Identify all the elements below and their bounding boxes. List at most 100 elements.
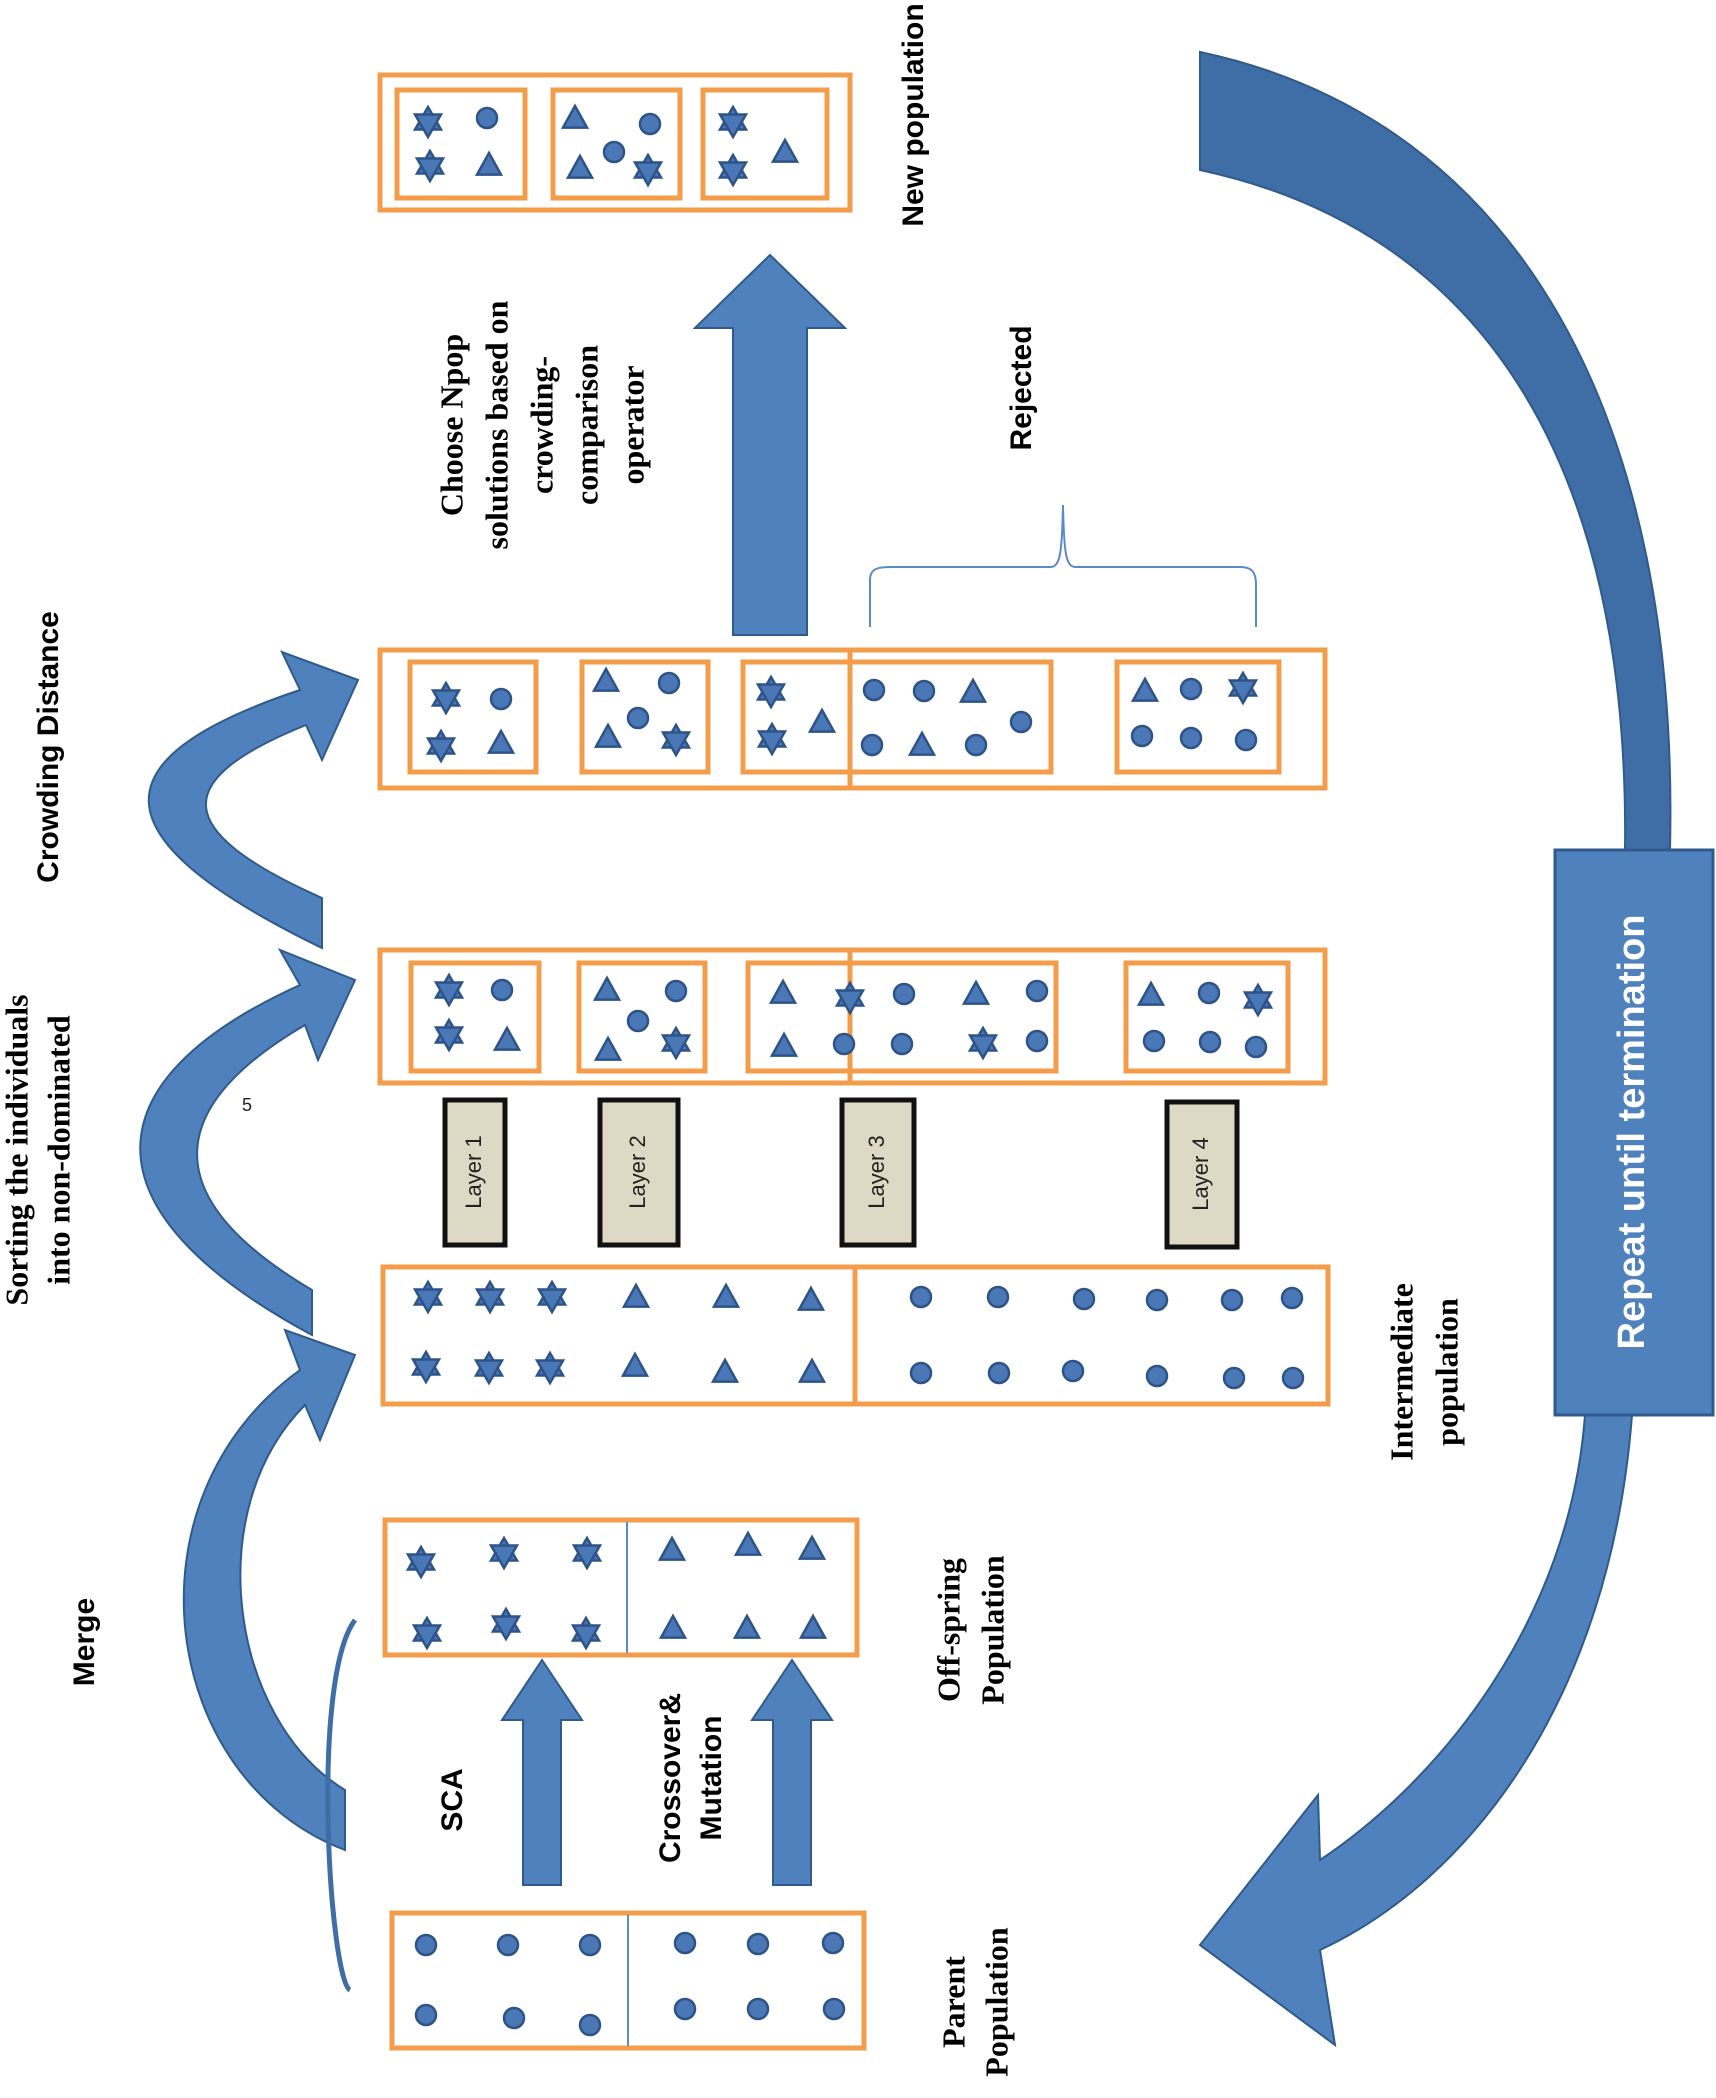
circle-icon xyxy=(821,1931,845,1955)
circle-icon xyxy=(1220,1288,1244,1312)
six-pointed-star-icon xyxy=(411,1615,443,1651)
six-pointed-star-icon xyxy=(414,148,446,184)
triangle-icon xyxy=(592,975,622,1001)
circle-icon xyxy=(489,687,513,711)
triangle-icon xyxy=(492,1025,522,1051)
circle-icon xyxy=(664,979,688,1003)
circle-icon xyxy=(909,1285,933,1309)
circle-icon xyxy=(1197,981,1221,1005)
circle-icon xyxy=(987,1361,1011,1385)
triangle-icon xyxy=(733,1530,763,1556)
triangle-icon xyxy=(958,677,988,703)
six-pointed-star-icon xyxy=(490,1606,522,1642)
circle-icon xyxy=(1222,1366,1246,1390)
circle-icon xyxy=(626,1009,650,1033)
six-pointed-star-icon xyxy=(660,722,692,758)
circle-icon xyxy=(496,1933,520,1957)
triangle-icon xyxy=(770,137,800,163)
choose-label-line2: solutions based on xyxy=(478,300,514,549)
sorting-label-line2: into non-dominated xyxy=(40,1015,76,1285)
triangle-icon xyxy=(565,153,595,179)
crowding-population-box xyxy=(377,647,1328,791)
circle-icon xyxy=(832,1032,856,1056)
offspring-population-box xyxy=(382,1517,860,1658)
sorting-label-line1: Sorting the individuals xyxy=(0,994,34,1305)
six-pointed-star-icon xyxy=(433,1017,465,1053)
circle-icon xyxy=(1025,979,1049,1003)
circle-icon xyxy=(1061,1359,1085,1383)
six-pointed-star-icon xyxy=(412,1279,444,1315)
choose-label-line5: operator xyxy=(614,365,650,484)
six-pointed-star-icon xyxy=(430,680,462,716)
crowding-distance-label: Crowding Distance xyxy=(32,611,65,883)
layer-2-box: Layer 2 xyxy=(597,1097,681,1248)
circle-icon xyxy=(1244,1035,1268,1059)
triangle-icon xyxy=(593,1035,623,1061)
six-pointed-star-icon xyxy=(534,1350,566,1386)
circle-icon xyxy=(746,1997,770,2021)
circle-icon xyxy=(1025,1029,1049,1053)
layer-2-label: Layer 2 xyxy=(625,1135,650,1208)
circle-icon xyxy=(986,1285,1010,1309)
circle-icon xyxy=(414,1933,438,1957)
six-pointed-star-icon xyxy=(1227,670,1259,706)
triangle-icon xyxy=(560,103,590,129)
circle-icon xyxy=(1145,1364,1169,1388)
repeat-label: Repeat until termination xyxy=(1611,915,1653,1350)
parent-loop-arc xyxy=(325,1618,358,1993)
parent-population-box xyxy=(389,1910,867,2051)
intermediate-label-line2: population xyxy=(1428,1298,1464,1446)
triangle-icon xyxy=(621,1282,651,1308)
circle-icon xyxy=(578,2013,602,2037)
circle-icon xyxy=(673,1997,697,2021)
circle-icon xyxy=(892,982,916,1006)
crowding-arrow xyxy=(148,650,360,950)
circle-icon xyxy=(1142,1029,1166,1053)
six-pointed-star-icon xyxy=(474,1279,506,1315)
choose-label-line1: Choose Npop xyxy=(433,334,469,516)
circle-icon xyxy=(490,978,514,1002)
repeat-loop-arrow-lower xyxy=(1198,1414,1634,2048)
crossover-arrow xyxy=(750,1658,834,1886)
layer-1-box: Layer 1 xyxy=(442,1097,508,1248)
crossover-label-line2: Mutation xyxy=(695,1716,728,1841)
six-pointed-star-icon xyxy=(660,1025,692,1061)
choose-arrow xyxy=(692,253,848,636)
circle-icon xyxy=(862,678,886,702)
triangle-icon xyxy=(732,1613,762,1639)
six-pointed-star-icon xyxy=(717,152,749,188)
parent-label-line1: Parent xyxy=(935,1956,971,2048)
intermediate-label-line1: Intermediate xyxy=(1383,1283,1419,1461)
triangle-icon xyxy=(798,1613,828,1639)
layer-4-box: Layer 4 xyxy=(1164,1099,1240,1250)
six-pointed-star-icon xyxy=(570,1615,602,1651)
merge-label: Merge xyxy=(68,1598,101,1686)
triangle-icon xyxy=(796,1285,826,1311)
circle-icon xyxy=(475,106,499,130)
six-pointed-star-icon xyxy=(632,152,664,188)
six-pointed-star-icon xyxy=(571,1535,603,1571)
circle-icon xyxy=(1072,1287,1096,1311)
page-number: 5 xyxy=(242,1095,252,1115)
circle-icon xyxy=(890,1032,914,1056)
layer-3-box: Layer 3 xyxy=(839,1097,917,1248)
repeat-loop-arrow xyxy=(1199,50,1672,851)
circle-icon xyxy=(822,1997,846,2021)
repeat-box xyxy=(1553,848,1715,1417)
triangle-icon xyxy=(474,150,504,176)
triangle-icon xyxy=(486,728,516,754)
circle-icon xyxy=(1179,677,1203,701)
triangle-icon xyxy=(768,978,798,1004)
layer-4-label: Layer 4 xyxy=(1188,1137,1213,1210)
circle-icon xyxy=(746,1932,770,1956)
triangle-icon xyxy=(961,979,991,1005)
six-pointed-star-icon xyxy=(425,728,457,764)
new-population-label: New population xyxy=(897,3,930,226)
triangle-icon xyxy=(907,730,937,756)
rejected-label: Rejected xyxy=(1005,325,1038,450)
six-pointed-star-icon xyxy=(488,1535,520,1571)
choose-label-line3: crowding- xyxy=(523,356,559,494)
layer-3-label: Layer 3 xyxy=(864,1135,889,1208)
